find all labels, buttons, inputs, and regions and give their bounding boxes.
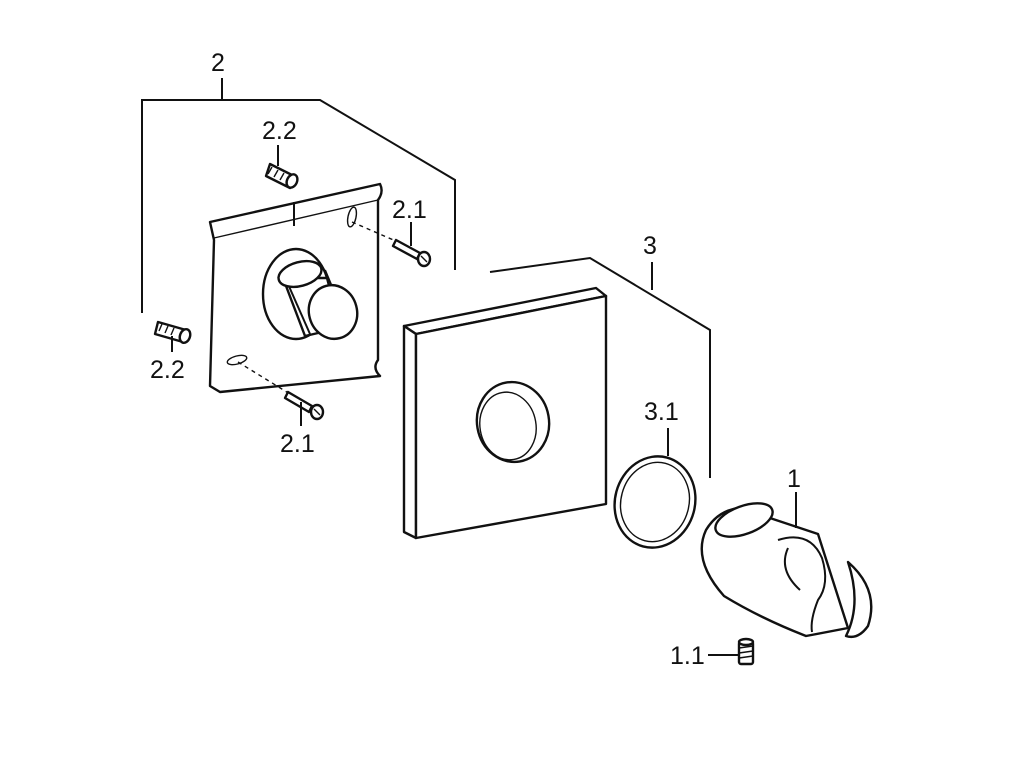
label-2-2-top: 2.2: [262, 117, 297, 145]
valve-stem: [261, 247, 359, 341]
bracket-part-3: [489, 256, 711, 478]
set-screw: [737, 637, 755, 666]
escutcheon-plate: [402, 286, 608, 540]
label-1-1: 1.1: [670, 642, 705, 670]
o-ring: [613, 455, 697, 549]
label-2-1-top: 2.1: [392, 196, 427, 224]
label-1: 1: [787, 465, 801, 493]
label-3-1: 3.1: [644, 398, 679, 426]
dowel-bottom: [153, 320, 192, 344]
dowel-top: [264, 162, 299, 190]
screw-bottom: [237, 361, 325, 421]
label-2-2-bottom: 2.2: [150, 356, 185, 384]
bracket-part-2: [141, 78, 456, 313]
label-2-1-bottom: 2.1: [280, 430, 315, 458]
label-2: 2: [211, 49, 225, 77]
label-3: 3: [643, 232, 657, 260]
shower-holder: [700, 502, 873, 639]
screw-top: [351, 221, 432, 268]
